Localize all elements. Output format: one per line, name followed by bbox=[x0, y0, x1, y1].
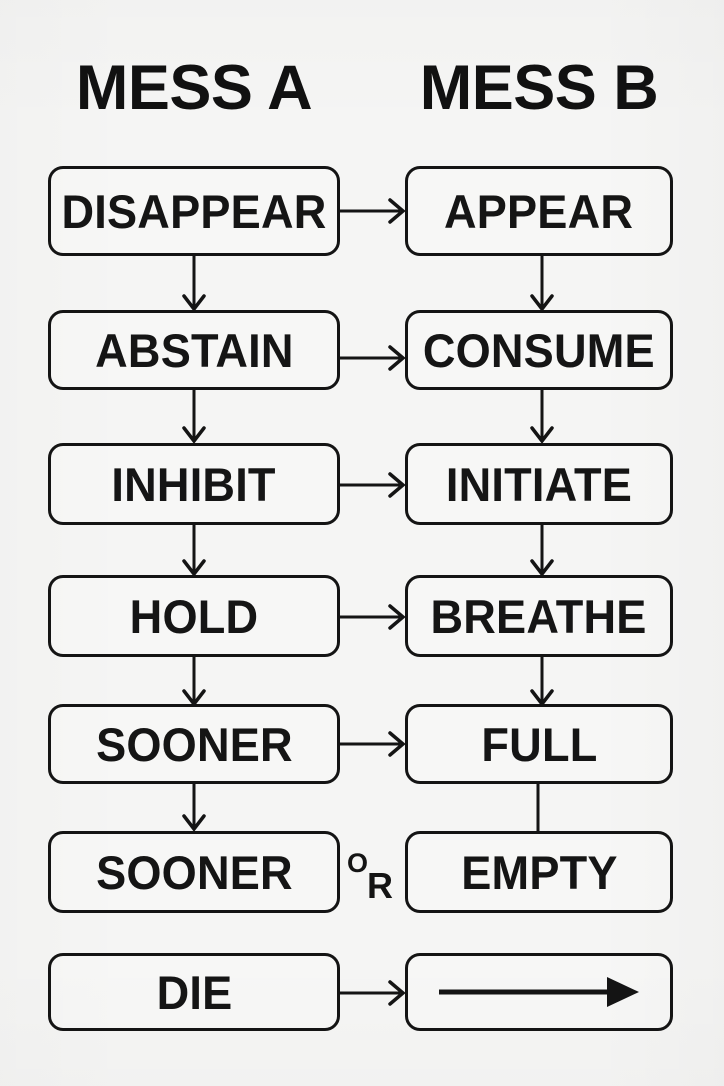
arrow-down-icon-left-5 bbox=[179, 784, 209, 834]
arrow-down-icon-right-1 bbox=[527, 256, 557, 314]
arrow-down-icon-right-3 bbox=[527, 525, 557, 579]
or-label-upper: O bbox=[347, 848, 369, 878]
node-label: DIE bbox=[156, 965, 232, 1019]
node-left-row-2[interactable]: ABSTAIN bbox=[48, 310, 340, 390]
or-label-lower: R bbox=[367, 865, 393, 906]
node-label: FULL bbox=[480, 717, 598, 771]
arrow-right-icon-row-5 bbox=[340, 729, 410, 759]
node-label: SOONER bbox=[95, 717, 293, 771]
arrow-down-icon-left-4 bbox=[179, 657, 209, 709]
node-right-row-6[interactable]: EMPTY bbox=[405, 831, 673, 913]
node-label: ABSTAIN bbox=[94, 323, 294, 377]
arrow-right-icon-row-4 bbox=[340, 602, 410, 632]
line-plain-right-5 bbox=[531, 784, 545, 834]
arrow-down-icon-right-4 bbox=[527, 657, 557, 709]
node-left-row-3[interactable]: INHIBIT bbox=[48, 443, 340, 525]
arrow-down-icon-right-2 bbox=[527, 390, 557, 446]
arrow-down-icon-left-1 bbox=[179, 256, 209, 314]
node-right-row-1[interactable]: APPEAR bbox=[405, 166, 673, 256]
node-label: CONSUME bbox=[423, 323, 655, 377]
node-label: BREATHE bbox=[430, 589, 648, 643]
or-connector-label: O R bbox=[345, 848, 403, 910]
arrow-right-icon-row-3 bbox=[340, 470, 410, 500]
node-right-row-7[interactable] bbox=[405, 953, 673, 1031]
node-left-row-4[interactable]: HOLD bbox=[48, 575, 340, 657]
long-arrow-right-icon bbox=[408, 956, 670, 1028]
node-label: INHIBIT bbox=[111, 457, 277, 511]
arrow-right-icon-row-2 bbox=[340, 343, 410, 373]
node-right-row-4[interactable]: BREATHE bbox=[405, 575, 673, 657]
node-right-row-5[interactable]: FULL bbox=[405, 704, 673, 784]
column-heading-left: MESS A bbox=[75, 53, 313, 123]
arrow-down-icon-left-2 bbox=[179, 390, 209, 446]
node-right-row-2[interactable]: CONSUME bbox=[405, 310, 673, 390]
node-label: INITIATE bbox=[445, 457, 633, 511]
node-label: EMPTY bbox=[460, 845, 618, 899]
node-left-row-7[interactable]: DIE bbox=[48, 953, 340, 1031]
node-label: SOONER bbox=[95, 845, 293, 899]
arrow-down-icon-left-3 bbox=[179, 525, 209, 579]
node-left-row-5[interactable]: SOONER bbox=[48, 704, 340, 784]
node-left-row-1[interactable]: DISAPPEAR bbox=[48, 166, 340, 256]
node-label: APPEAR bbox=[444, 184, 634, 238]
arrow-right-icon-row-7 bbox=[340, 978, 410, 1008]
node-label: DISAPPEAR bbox=[61, 184, 327, 238]
node-left-row-6[interactable]: SOONER bbox=[48, 831, 340, 913]
node-right-row-3[interactable]: INITIATE bbox=[405, 443, 673, 525]
arrow-right-icon-row-1 bbox=[340, 196, 410, 226]
column-heading-right: MESS B bbox=[419, 53, 659, 123]
node-label: HOLD bbox=[129, 589, 259, 643]
